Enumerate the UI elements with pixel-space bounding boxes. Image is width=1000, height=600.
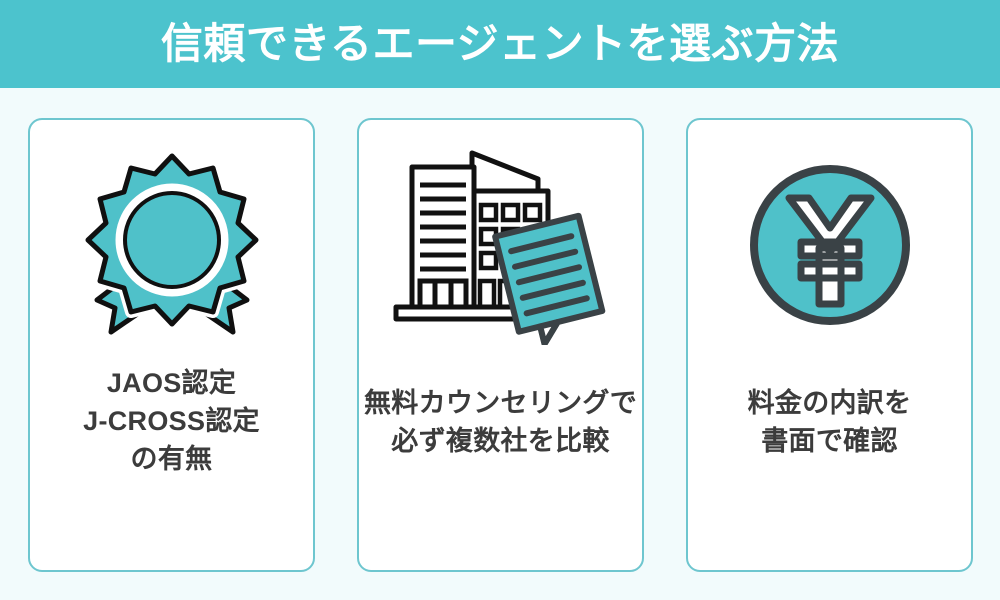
card-icon-wrapper: [688, 120, 971, 370]
buildings-document-icon: [386, 145, 616, 345]
header-band: 信頼できるエージェントを選ぶ方法: [0, 0, 1000, 88]
card-label: JAOS認定 J-CROSS認定 の有無: [30, 364, 313, 478]
card-icon-wrapper: [30, 120, 313, 370]
cards-row: JAOS認定 J-CROSS認定 の有無: [28, 118, 973, 572]
card-free-counseling-comparison[interactable]: 無料カウンセリングで 必ず複数社を比較: [357, 118, 644, 572]
card-label-line: 書面で確認: [761, 426, 898, 456]
card-jaos-certification[interactable]: JAOS認定 J-CROSS認定 の有無: [28, 118, 315, 572]
card-label-line: の有無: [130, 444, 213, 474]
card-label-line: JAOS認定: [106, 368, 237, 398]
card-fee-breakdown-written[interactable]: 料金の内訳を 書面で確認: [686, 118, 973, 572]
page-title: 信頼できるエージェントを選ぶ方法: [160, 20, 840, 67]
card-label-line: 必ず複数社を比較: [391, 426, 610, 456]
card-label: 料金の内訳を 書面で確認: [688, 384, 971, 460]
card-label-line: 無料カウンセリングで: [364, 388, 637, 418]
award-rosette-icon: [77, 150, 267, 340]
yen-coin-icon: [745, 160, 915, 330]
card-label-line: 料金の内訳を: [747, 388, 912, 418]
card-label: 無料カウンセリングで 必ず複数社を比較: [359, 384, 642, 460]
card-label-line: J-CROSS認定: [83, 406, 260, 436]
card-icon-wrapper: [359, 120, 642, 370]
